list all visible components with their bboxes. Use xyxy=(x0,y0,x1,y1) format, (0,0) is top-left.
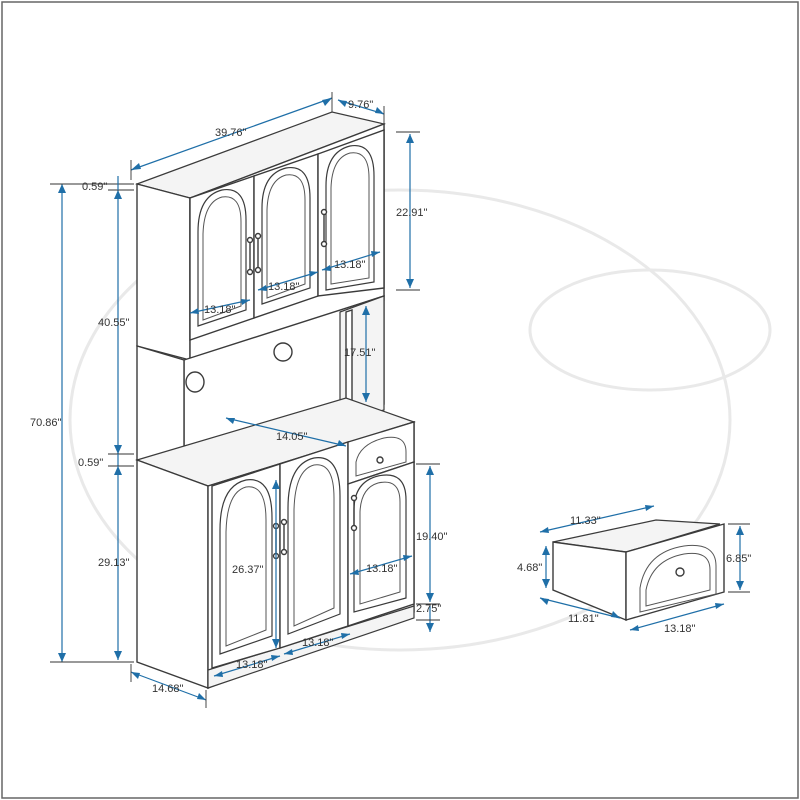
label-lower-door-1: 13.18" xyxy=(236,659,268,671)
label-drawer-front-width: 13.18" xyxy=(664,623,696,635)
label-base-height: 2.75" xyxy=(416,603,441,615)
watermark xyxy=(68,188,772,652)
lower-left-side xyxy=(136,458,209,690)
label-upper-door-3: 13.18" xyxy=(334,259,366,271)
drawer-knob xyxy=(675,567,685,577)
label-lower-door-2: 13.18" xyxy=(302,637,334,649)
upper-left-side xyxy=(136,183,191,361)
label-right-door-width: 13.18" xyxy=(366,563,398,575)
label-right-cabinet-height: 19.40" xyxy=(416,531,448,543)
label-drawer-depth-top: 11.33" xyxy=(570,515,601,527)
label-top-width: 39.76" xyxy=(215,127,247,139)
label-top-depth: 9.76" xyxy=(348,99,373,111)
label-upper-door-2: 13.18" xyxy=(268,281,300,293)
label-counter-depth: 14.05" xyxy=(276,431,308,443)
label-base-depth: 14.68" xyxy=(152,683,184,695)
dimension-lines xyxy=(50,92,750,708)
cable-hole xyxy=(185,371,205,393)
drawer-detail xyxy=(552,519,725,622)
label-top-cabinet-height: 22.91" xyxy=(396,207,428,219)
label-drawer-depth-bottom: 11.81" xyxy=(568,613,599,625)
upper-door-handles xyxy=(246,208,328,276)
label-open-shelf-height: 17.51" xyxy=(344,347,376,359)
right-door xyxy=(347,461,415,627)
lower-door-left xyxy=(211,463,281,669)
upper-door-right xyxy=(317,129,385,297)
label-total-height: 70.86" xyxy=(30,417,62,429)
upper-door-middle xyxy=(253,153,319,319)
label-drawer-inner-height: 4.68" xyxy=(517,562,542,574)
label-lower-door-height: 26.37" xyxy=(232,564,264,576)
label-mid-thickness: 0.59" xyxy=(78,457,103,469)
cable-hole xyxy=(273,342,293,362)
drawer-front-panel xyxy=(625,523,725,621)
dimension-labels: 39.76" 9.76" 22.91" 0.59" 40.55" 70.86" … xyxy=(30,99,751,695)
label-top-thickness: 0.59" xyxy=(82,181,107,193)
lower-door-middle xyxy=(279,441,349,649)
label-drawer-front-height: 6.85" xyxy=(726,553,751,565)
upper-door-left xyxy=(189,175,255,341)
label-upper-height: 40.55" xyxy=(98,317,130,329)
label-upper-door-1: 13.18" xyxy=(204,304,236,316)
label-lower-height: 29.13" xyxy=(98,557,130,569)
